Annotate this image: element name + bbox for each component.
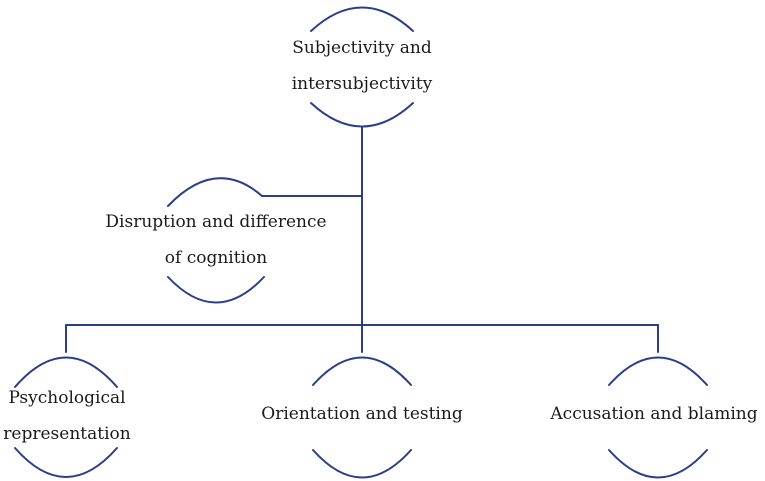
root-node-bottom-arc <box>310 102 414 128</box>
side-node-label-line-2: of cognition <box>164 248 268 268</box>
left-node-label: Psychological representation <box>0 380 134 452</box>
left-node-label-line-2: representation <box>3 424 131 444</box>
right-node-bottom-arc <box>608 449 708 479</box>
right-node-label: Accusation and blaming <box>543 396 765 432</box>
left-node-label-line-1: Psychological <box>8 388 126 408</box>
right-node-top-arc <box>608 356 708 386</box>
side-node-bottom-arc <box>167 276 265 304</box>
middle-node-bottom-arc <box>312 449 412 479</box>
right-node-label-line-1: Accusation and blaming <box>550 404 758 424</box>
left-node-bottom-arc <box>14 447 118 478</box>
side-node-top-arc <box>167 177 263 207</box>
root-node-top-arc <box>310 6 414 32</box>
middle-node-top-arc <box>312 356 412 386</box>
left-node-top-arc <box>14 356 118 388</box>
middle-node-label: Orientation and testing <box>242 396 482 432</box>
root-node-label-line-2: intersubjectivity <box>291 74 433 94</box>
middle-node-label-line-1: Orientation and testing <box>261 404 463 424</box>
root-node-label-line-1: Subjectivity and <box>292 38 432 58</box>
side-node-label: Disruption and difference of cognition <box>96 204 336 276</box>
side-node-label-line-1: Disruption and difference <box>105 212 327 232</box>
root-node-label: Subjectivity and intersubjectivity <box>262 30 462 102</box>
